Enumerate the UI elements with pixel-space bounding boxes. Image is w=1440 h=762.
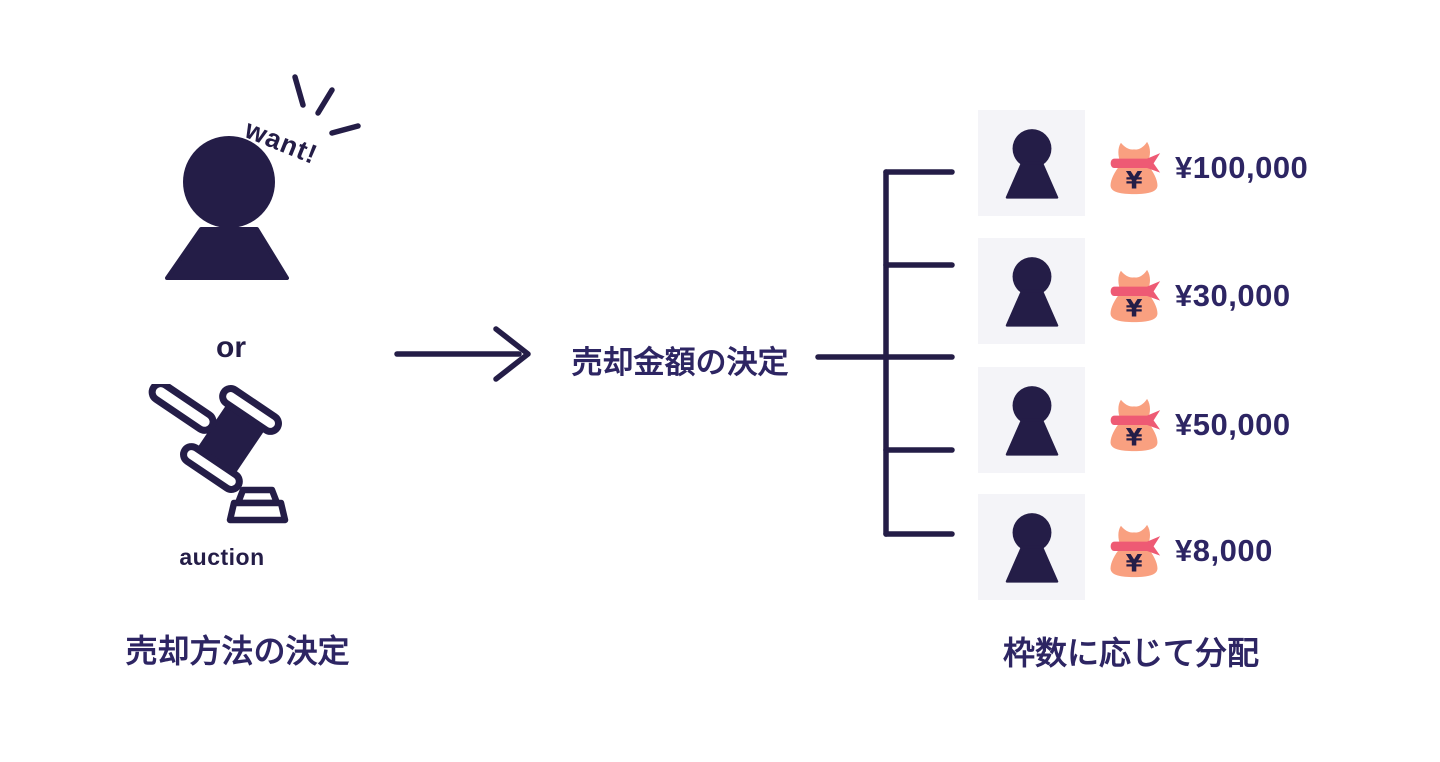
branch-bracket-icon — [815, 169, 955, 537]
person-silhouette-icon — [1005, 129, 1058, 199]
money-bag-icon: ¥ — [1110, 398, 1161, 452]
payout-amount: ¥30,000 — [1175, 278, 1291, 313]
or-label: or — [216, 331, 246, 364]
person-silhouette-icon — [1005, 257, 1058, 327]
recipient-tile — [978, 238, 1085, 344]
payout-row: ¥ ¥100,000 — [1106, 139, 1308, 197]
person-silhouette-icon — [1005, 386, 1058, 456]
recipient-tile — [978, 494, 1085, 600]
payout-row: ¥ ¥30,000 — [1106, 267, 1291, 325]
recipient-tile — [978, 110, 1085, 216]
payout-amount: ¥50,000 — [1175, 407, 1291, 442]
auction-gavel-icon — [146, 380, 296, 534]
payout-amount: ¥8,000 — [1175, 533, 1273, 568]
emphasis-burst-icon — [292, 74, 361, 136]
money-bag-icon: ¥ — [1110, 524, 1161, 578]
seller-person-icon — [163, 134, 289, 280]
auction-label: auction — [179, 544, 265, 570]
right-caption: 枠数に応じて分配 — [1002, 635, 1259, 671]
right-arrow-icon — [394, 326, 531, 382]
recipient-tile — [978, 367, 1085, 473]
left-caption: 売却方法の決定 — [125, 633, 350, 669]
payout-amount: ¥100,000 — [1175, 150, 1309, 185]
payout-row: ¥ ¥50,000 — [1106, 396, 1291, 454]
svg-text:¥: ¥ — [1126, 549, 1143, 578]
svg-text:¥: ¥ — [1126, 423, 1143, 452]
money-bag-icon: ¥ — [1110, 141, 1161, 195]
payout-row: ¥ ¥8,000 — [1106, 522, 1273, 580]
svg-text:¥: ¥ — [1126, 166, 1143, 195]
person-silhouette-icon — [1005, 513, 1058, 583]
money-bag-icon: ¥ — [1110, 269, 1161, 323]
center-title: 売却金額の決定 — [571, 345, 789, 380]
svg-text:¥: ¥ — [1126, 294, 1143, 323]
